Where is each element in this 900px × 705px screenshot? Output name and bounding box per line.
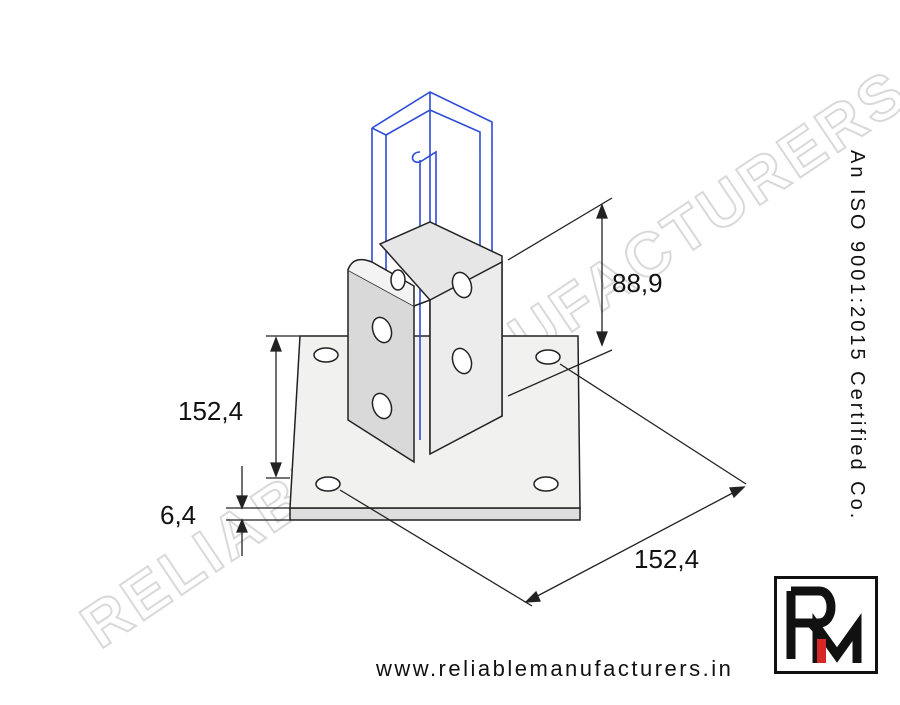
- plate-hole-bottom-right: [533, 476, 559, 492]
- dimension-label-152-4-width: 152,4: [634, 544, 699, 574]
- dimension-label-88-9: 88,9: [612, 268, 663, 298]
- dimension-label-6-4: 6,4: [160, 500, 196, 530]
- dimension-channel-height: [507, 197, 613, 397]
- plate-hole-top-left: [313, 347, 339, 363]
- rm-logo-mark: [786, 586, 862, 663]
- rm-logo: [774, 576, 878, 674]
- strut-channel: [371, 91, 493, 440]
- plate-hole-bottom-left: [315, 476, 341, 492]
- website-url[interactable]: www.reliablemanufacturers.in: [376, 656, 734, 681]
- dimension-label-152-4-vertical: 152,4: [178, 396, 243, 426]
- base-plate-front-edge: [289, 507, 581, 521]
- u-bracket: [347, 221, 503, 464]
- dimension-plate-thickness: [226, 466, 290, 556]
- dimension-plate-height: [266, 335, 300, 479]
- plate-hole-top-right: [535, 349, 561, 365]
- iso-certification-text: An ISO 9001:2015 Certified Co.: [846, 150, 868, 522]
- dimension-plate-width: [339, 363, 747, 607]
